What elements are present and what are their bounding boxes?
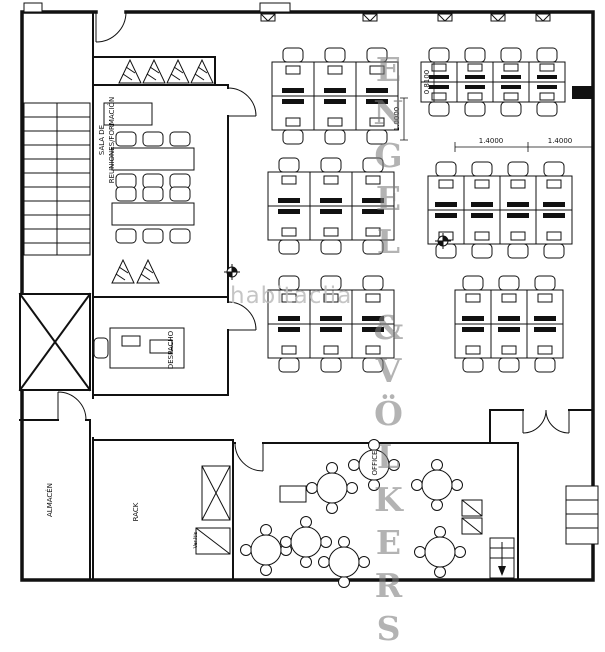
round-table xyxy=(306,462,358,514)
dimension-span-a: 1.4000 xyxy=(479,137,504,145)
label-rack: RACK xyxy=(132,502,140,521)
workstation-cluster-top-right xyxy=(421,48,565,116)
external-unit xyxy=(565,485,599,545)
workstation-cluster-top-center xyxy=(272,48,398,144)
label-meeting-room-line1: SALA DE xyxy=(98,125,106,155)
pillar xyxy=(572,86,593,99)
label-rack-note: Ver.Itis xyxy=(193,531,199,548)
round-table xyxy=(240,524,292,576)
dimension-lines xyxy=(400,61,594,152)
workstation-cluster-mid-center xyxy=(268,158,394,254)
workstation-cluster-low-right xyxy=(455,276,563,372)
label-despacho: DESPACHO xyxy=(167,330,175,369)
roof-vents xyxy=(23,2,551,22)
floor-plan-canvas: SALA DE REUNIONES/FORMACIÓN DESPACHO ALM… xyxy=(18,2,599,652)
datum-marker xyxy=(223,263,241,281)
dimension-desk-depth: 0.8100 xyxy=(423,70,431,95)
exterior-walls xyxy=(20,10,595,582)
interior-walls xyxy=(19,11,594,581)
elevator-shaft xyxy=(18,292,92,392)
despacho-furniture xyxy=(93,327,185,369)
rack-room-furniture xyxy=(195,465,231,555)
label-office: OFFICE xyxy=(371,451,379,476)
dimension-desk-width: 1.0000 xyxy=(393,107,401,132)
doors xyxy=(57,11,570,472)
workstation-cluster-low-center xyxy=(268,276,394,372)
floor-plan-drawing: SALA DE REUNIONES/FORMACIÓN DESPACHO ALM… xyxy=(18,2,599,588)
workstation-cluster-mid-right xyxy=(428,162,572,258)
meeting-room-furniture xyxy=(103,59,214,284)
office-canteen-furniture xyxy=(240,439,515,588)
label-meeting-room-line2: REUNIONES/FORMACIÓN xyxy=(107,97,116,184)
staircase xyxy=(23,102,91,256)
round-table xyxy=(414,526,466,578)
round-table xyxy=(411,459,463,511)
label-almacen: ALMACÉN xyxy=(45,483,54,517)
dimension-span-b: 1.4000 xyxy=(548,137,573,145)
